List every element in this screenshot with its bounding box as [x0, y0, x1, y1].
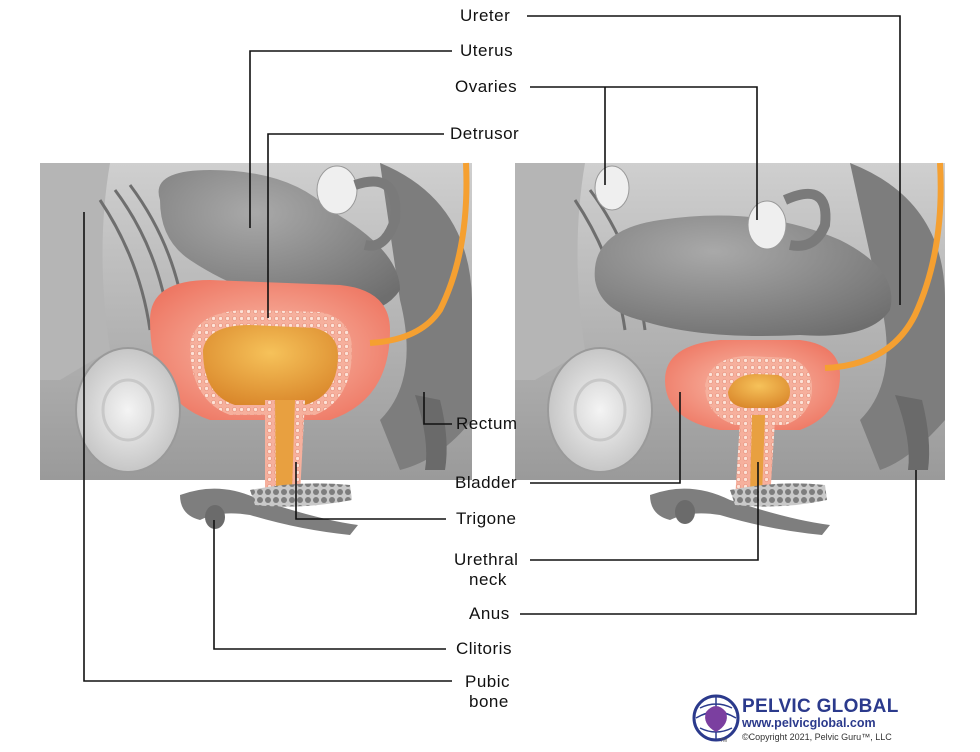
right-bladder-lumen	[728, 374, 790, 408]
right-rectum-mass	[850, 163, 945, 470]
label-detrusor: Detrusor	[450, 124, 520, 143]
logo-tm: TM	[720, 738, 728, 744]
right-panel	[515, 162, 945, 535]
left-ureter	[369, 162, 470, 346]
right-pelvic-floor	[730, 483, 827, 507]
leader-pubic-bone	[83, 212, 452, 682]
right-rectum-tube	[895, 395, 930, 470]
label-uterus: Uterus	[460, 41, 514, 60]
right-urethra-lumen	[750, 415, 765, 495]
label-trigone: Trigone	[456, 509, 517, 528]
label-clitoris: Clitoris	[456, 639, 512, 658]
right-pubic-bone	[547, 347, 653, 473]
label-pubic-bone-line2: bone	[469, 692, 509, 711]
right-ovary-back	[594, 165, 630, 211]
right-uterus	[594, 215, 892, 336]
label-rectum: Rectum	[456, 414, 518, 433]
pelvis-icon	[705, 706, 727, 732]
right-ureter	[824, 162, 944, 371]
label-anus: Anus	[469, 604, 510, 623]
right-clitoris-vestibule	[650, 488, 830, 535]
label-ureter: Ureter	[460, 6, 511, 25]
leader-ureter	[527, 15, 901, 305]
logo-title: PELVIC GLOBAL	[742, 696, 899, 717]
leader-rectum	[423, 392, 452, 425]
label-urethral-neck-line1: Urethral	[454, 550, 519, 569]
leader-detrusor	[267, 133, 444, 318]
logo-copyright: ©Copyright 2021, Pelvic Guru™, LLC	[742, 732, 892, 742]
left-pelvic-floor	[250, 483, 352, 507]
left-pubic-bone	[75, 347, 181, 473]
logo-url[interactable]: www.pelvicglobal.com	[742, 716, 876, 730]
right-clitoris	[675, 500, 695, 524]
left-ovary	[316, 165, 358, 215]
label-urethral-neck-line2: neck	[469, 570, 507, 589]
leader-anus	[520, 470, 917, 615]
leader-uterus	[249, 50, 452, 228]
right-front-tissue	[515, 163, 585, 380]
leader-trigone	[295, 462, 446, 520]
leader-clitoris	[213, 520, 446, 650]
left-uterus	[158, 170, 400, 313]
left-bladder-lumen	[203, 325, 338, 405]
left-clitoris	[205, 505, 225, 529]
label-bladder: Bladder	[455, 473, 518, 492]
left-rectum-tube	[415, 395, 447, 470]
right-ovary-front	[747, 200, 787, 250]
label-pubic-bone-line1: Pubic	[465, 672, 511, 691]
left-front-tissue	[40, 163, 110, 380]
left-panel	[40, 162, 472, 535]
left-pubic-bone-ring	[101, 378, 155, 442]
label-ovaries: Ovaries	[455, 77, 518, 96]
left-clitoris-vestibule	[180, 488, 358, 535]
left-urethra-lumen	[275, 400, 295, 490]
leader-bladder	[530, 392, 681, 484]
right-fallopian-tube	[782, 188, 831, 251]
left-rectum-mass	[380, 163, 472, 470]
pelvic-global-logo-mark	[692, 694, 740, 742]
left-fallopian-tube	[353, 176, 401, 251]
leader-lines	[83, 15, 917, 682]
right-pubic-bone-ring	[573, 378, 627, 442]
leader-urethral-neck	[530, 462, 759, 561]
